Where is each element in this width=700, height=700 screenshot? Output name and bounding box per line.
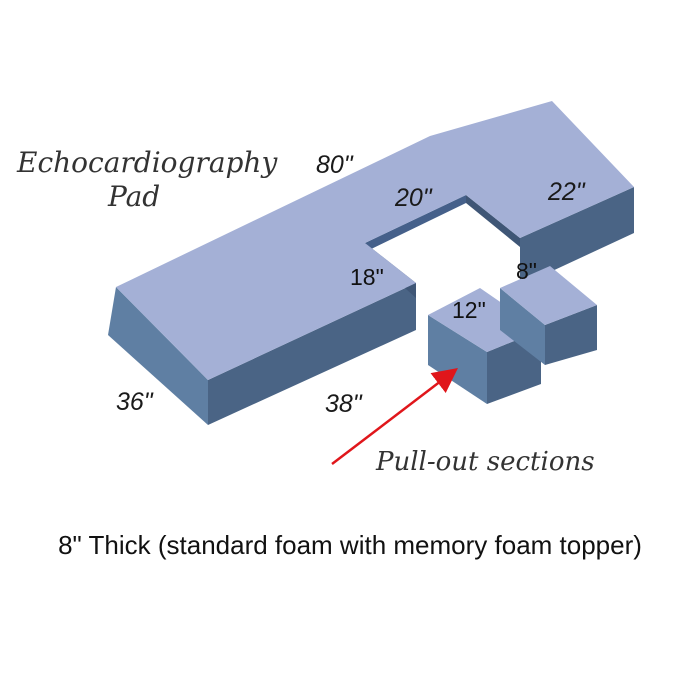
notch-back-wall <box>365 195 466 252</box>
dim-front-length: 38" <box>325 390 363 418</box>
pad-top <box>116 101 634 380</box>
pullout-8-top <box>500 266 597 325</box>
dim-pullout-large: 12" <box>452 297 486 323</box>
dim-notch-width: 20" <box>394 184 433 212</box>
dim-right-section: 22" <box>547 178 586 206</box>
pullout-block-8 <box>500 266 597 365</box>
pad-front-face <box>208 283 416 425</box>
dim-width: 36" <box>116 388 154 416</box>
pullout-12-left-face <box>428 315 487 404</box>
notch-right-wall <box>466 195 520 247</box>
pullout-sections-label: Pull-out sections <box>375 447 595 477</box>
dim-length: 80" <box>316 151 354 179</box>
main-pad <box>108 101 634 425</box>
dim-notch-depth: 18" <box>350 264 384 290</box>
pullout-8-left-face <box>500 288 545 365</box>
thickness-caption: 8" Thick (standard foam with memory foam… <box>58 530 642 560</box>
pullout-arrow <box>331 367 458 465</box>
pad-left-face <box>108 287 208 425</box>
right-section-front-face <box>520 187 634 286</box>
title-line-2: Pad <box>107 180 160 213</box>
dim-pullout-small: 8" <box>516 258 537 284</box>
title-line-1: Echocardiography <box>16 146 278 179</box>
